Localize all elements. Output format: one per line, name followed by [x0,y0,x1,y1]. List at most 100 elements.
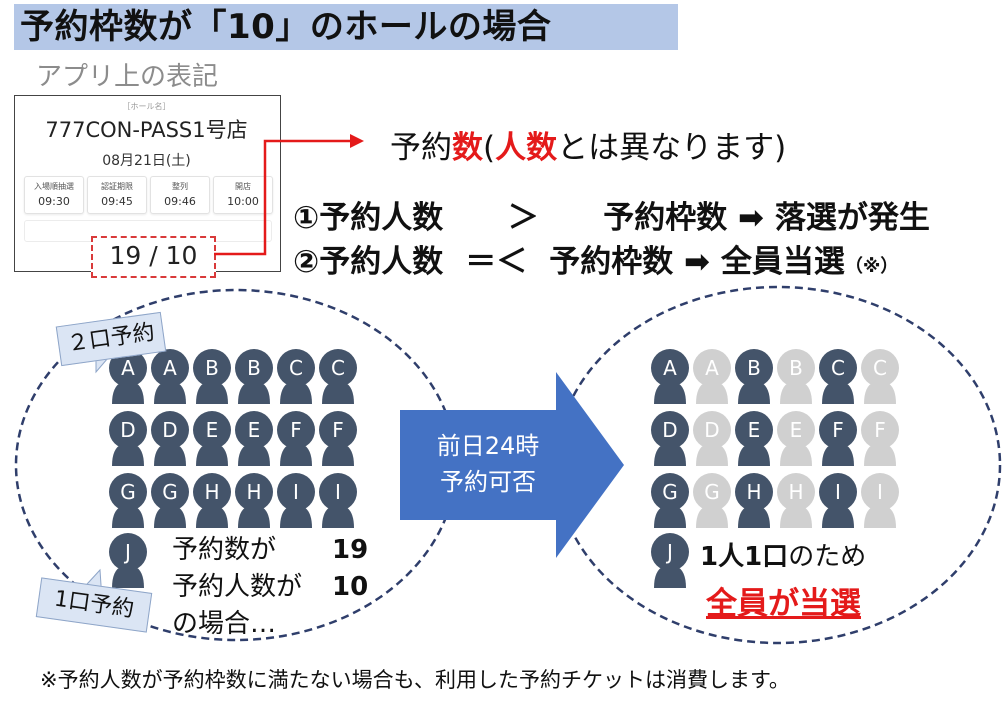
time-box-lottery: 入場順抽選 09:30 [24,176,84,214]
app-label: アプリ上の表記 [36,62,219,92]
person-icon: C [860,348,904,406]
cond-op: ＝＜ [465,244,528,280]
person-icon: E [734,410,778,468]
person-icon: A [650,348,694,406]
page-title: 予約枠数が「10」のホールの場合 [20,7,552,47]
person-icon: G [650,472,694,530]
cond-right: 予約枠数 [549,244,674,280]
person-letter: G [662,480,678,504]
person-letter: J [125,540,131,564]
time-label: 認証期限 [101,182,133,191]
person-icon: I [318,472,362,530]
time-value: 09:30 [38,195,70,208]
person-letter: A [163,356,177,380]
note-highlight-count: 数 [452,130,483,166]
cond-note: （※） [844,256,899,277]
condition-1: ①予約人数＞予約枠数 ➡ 落選が発生 [293,192,930,237]
note-suffix: とは異なります) [557,130,787,166]
person-letter: C [831,356,845,380]
person-icon: F [276,410,320,468]
hall-date: 08月21日(土) [102,153,191,169]
time-value: 10:00 [227,195,259,208]
person-letter: B [747,356,761,380]
person-icon: H [734,472,778,530]
person-icon: D [150,410,194,468]
reservation-count: 19 / 10 [109,241,198,270]
person-icon: F [318,410,362,468]
person-icon: J [108,532,152,590]
label-reservations: 予約数が [172,535,277,565]
arrow-right-icon: ➡ [684,244,711,280]
person-letter: I [335,480,341,504]
person-icon: C [276,348,320,406]
note-highlight-people: 人数 [495,130,558,166]
connector-arrowhead [350,134,364,148]
person-letter: I [877,480,883,504]
count-highlight-box [91,236,216,278]
person-letter: E [247,418,261,442]
person-letter: G [162,480,178,504]
time-box-line: 整列 09:46 [150,176,210,214]
person-icon: E [234,410,278,468]
cond-op: ＞ [507,200,539,236]
person-letter: E [747,418,761,442]
cond-result: 全員当選 [720,244,845,280]
person-icon: I [860,472,904,530]
person-icon: B [192,348,236,406]
person-letter: B [789,356,803,380]
person-letter: J [667,540,673,564]
person-icon: D [650,410,694,468]
note-open: ( [483,130,496,166]
person-letter: I [293,480,299,504]
connector-line [214,139,352,256]
count-note: 予約数(人数とは異なります) [390,122,786,167]
cond-num: ② [293,244,320,280]
time-box-open: 開店 10:00 [213,176,273,214]
person-letter: G [704,480,720,504]
person-letter: D [662,418,678,442]
person-icon: B [234,348,278,406]
arrow-caption: 前日24時 予約可否 [408,428,568,500]
result-line2: 全員が当選 [706,586,861,622]
cond-right: 予約枠数 [603,200,728,236]
time-box-auth: 認証期限 09:45 [87,176,147,214]
person-letter: H [788,480,804,504]
person-letter: H [246,480,262,504]
person-icon: C [818,348,862,406]
hall-name: 777CON-PASS1号店 [45,118,248,142]
person-letter: F [874,418,886,442]
person-icon: I [276,472,320,530]
time-value: 09:45 [101,195,133,208]
person-letter: C [289,356,303,380]
person-icon: D [108,410,152,468]
person-icon: G [108,472,152,530]
person-letter: A [121,356,135,380]
time-value: 09:46 [164,195,196,208]
cond-left: 予約人数 [319,200,444,236]
time-label: 入場順抽選 [34,182,74,191]
person-icon: E [192,410,236,468]
arrow-line2: 予約可否 [440,468,536,496]
person-icon: D [692,410,736,468]
result-bold: 1人1口 [700,542,789,572]
person-letter: A [663,356,677,380]
person-icon: A [108,348,152,406]
arrow-line1: 前日24時 [436,432,540,460]
person-icon: H [234,472,278,530]
person-letter: H [204,480,220,504]
person-letter: G [120,480,136,504]
result-rest: のため [788,542,867,572]
person-letter: C [331,356,345,380]
person-icon: B [734,348,778,406]
person-letter: D [120,418,136,442]
person-icon: C [318,348,362,406]
time-label: 開店 [235,182,251,191]
person-letter: D [704,418,720,442]
person-icon: F [818,410,862,468]
cond-left: 予約人数 [319,244,444,280]
person-letter: B [205,356,219,380]
person-letter: E [789,418,803,442]
person-letter: E [205,418,219,442]
person-letter: F [290,418,302,442]
